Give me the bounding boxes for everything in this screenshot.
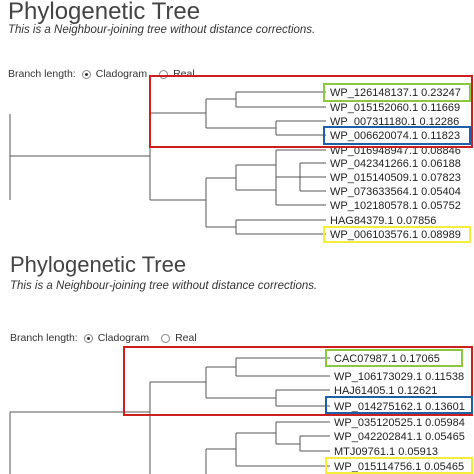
cladogram-radio[interactable] <box>83 333 93 343</box>
yellow-highlight-box <box>323 226 471 243</box>
tree-leaf-label: WP_035120525.1 0.05984 <box>334 417 465 429</box>
tree-leaf-label: WP_006103576.1 0.08989 <box>330 229 461 241</box>
red-highlight-box <box>149 75 473 148</box>
tree-leaf-label: WP_006620074.1 0.11823 <box>330 130 460 142</box>
real-radio[interactable] <box>159 69 169 79</box>
tree-leaf-label: MTJ09761.1 0.05913 <box>334 446 438 458</box>
tree-leaf-label: WP_007311180.1 0.12286 <box>330 116 459 128</box>
tree-leaf-label: HAJ61405.1 0.12621 <box>334 385 437 397</box>
green-highlight-box <box>325 349 463 367</box>
blue-highlight-box <box>323 126 471 145</box>
bottom-panel: Phylogenetic Tree This is a Neighbour-jo… <box>0 252 474 474</box>
cladogram-label[interactable]: Cladogram <box>95 68 148 80</box>
tree-leaf-label: WP_042341266.1 0.06188 <box>330 158 461 170</box>
tree-leaf-label: CAC07987.1 0.17065 <box>334 353 440 365</box>
tree-leaf-label: WP_015140509.1 0.07823 <box>330 172 461 184</box>
page-subtitle: This is a Neighbour-joining tree without… <box>8 24 316 36</box>
cladogram-label[interactable]: Cladogram <box>97 332 150 344</box>
page-title: Phylogenetic Tree <box>10 252 187 277</box>
tree-leaf-label: WP_015114756.1 0.05465 <box>334 461 464 473</box>
blue-highlight-box <box>325 396 473 414</box>
real-radio[interactable] <box>161 333 171 343</box>
real-label[interactable]: Real <box>175 332 197 344</box>
yellow-highlight-box <box>325 457 473 474</box>
tree-leaf-label: WP_102180578.1 0.05752 <box>330 200 461 212</box>
tree-leaf-label: WP_106173029.1 0.11538 <box>334 371 464 383</box>
cladogram-radio[interactable] <box>81 69 91 79</box>
branch-length-label: Branch length: <box>10 332 78 344</box>
green-highlight-box <box>323 83 471 102</box>
tree-leaf-label: HAG84379.1 0.07856 <box>330 215 436 227</box>
tree-leaf-label: WP_042202841.1 0.05465 <box>334 431 465 443</box>
page-subtitle: This is a Neighbour-joining tree without… <box>10 280 318 292</box>
branch-length-label: Branch length: <box>8 68 76 80</box>
tree-leaf-label: WP_073633564.1 0.05404 <box>330 186 461 198</box>
tree-leaf-label: WP_126148137.1 0.23247 <box>330 87 461 99</box>
red-highlight-box <box>123 346 473 416</box>
branch-length-control: Branch length: Cladogram Real <box>10 332 197 344</box>
tree-leaf-label: WP_015152060.1 0.11669 <box>330 102 460 114</box>
tree-leaf-label: WP_014275162.1 0.13601 <box>334 401 465 413</box>
top-panel: Phylogenetic Tree This is a Neighbour-jo… <box>8 0 473 243</box>
page-title: Phylogenetic Tree <box>8 0 201 25</box>
